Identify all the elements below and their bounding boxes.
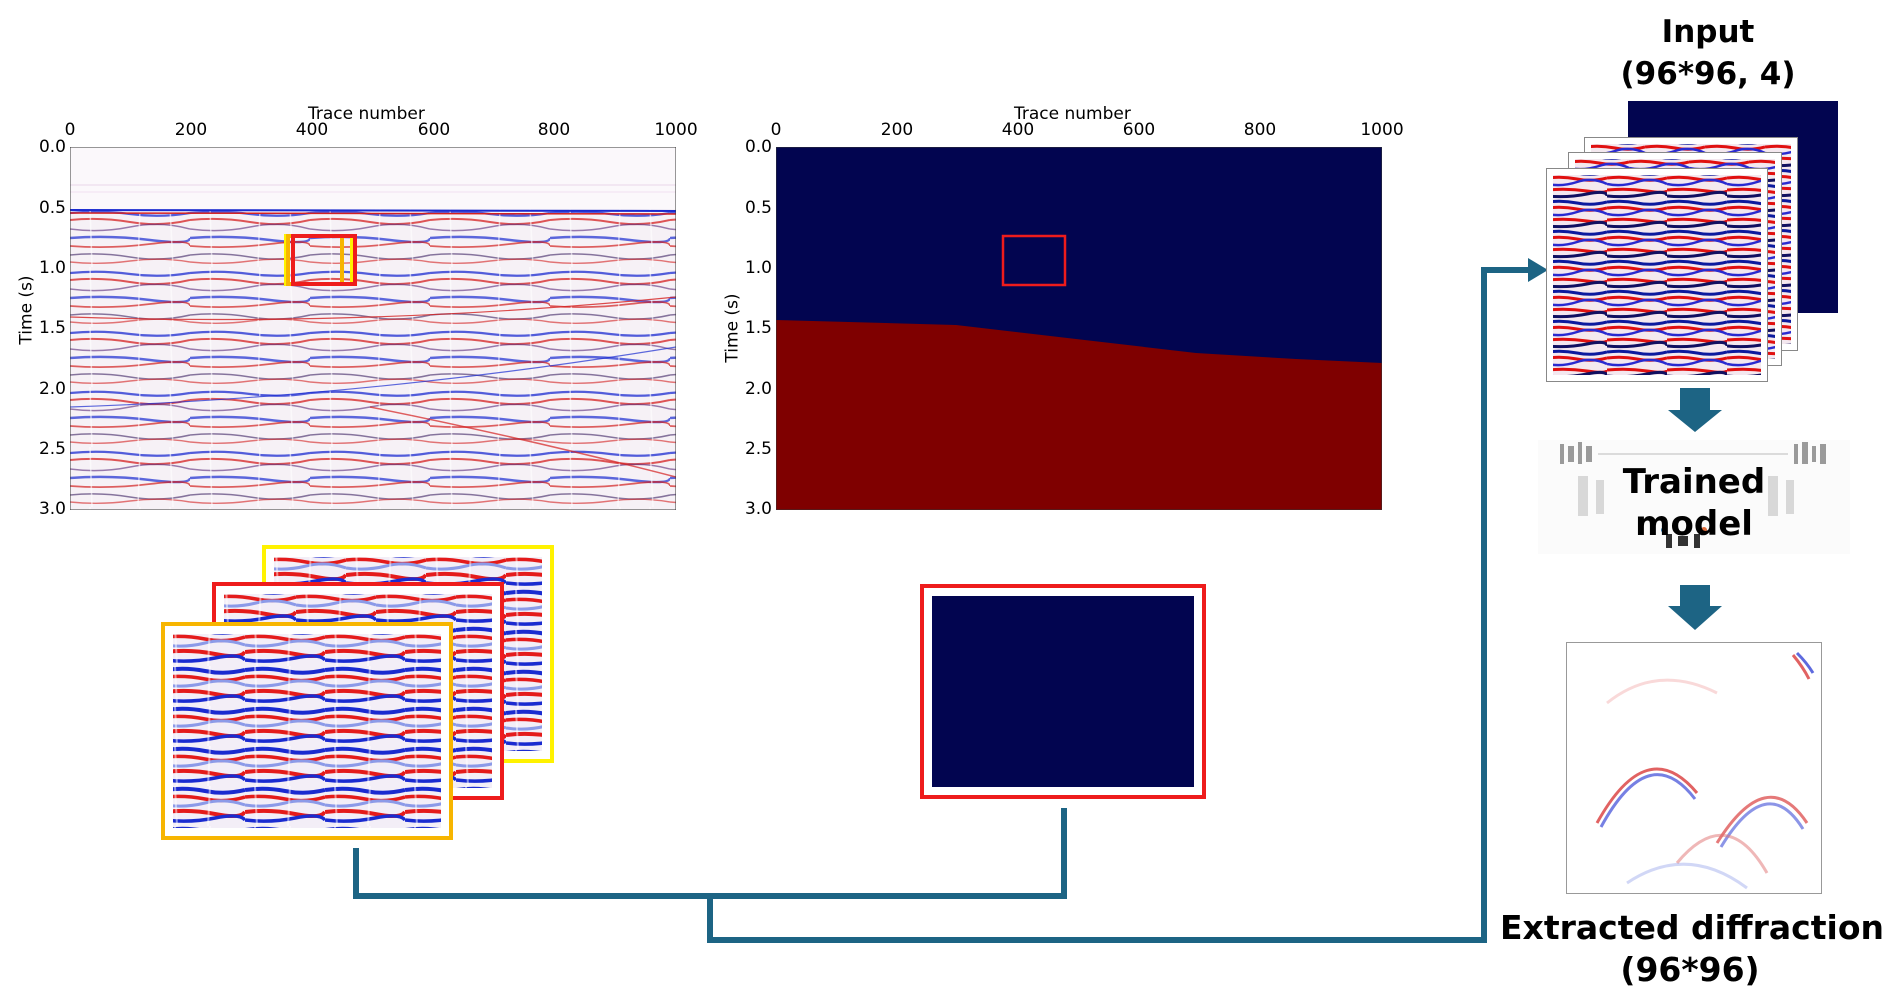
trained-label: Trained [1622, 462, 1766, 502]
trained-model-block: Trained model [1538, 440, 1850, 554]
mid-mask-image [776, 147, 1382, 510]
patch-box-red [291, 234, 357, 286]
arrow-down-2 [1668, 585, 1722, 630]
connector-merge [707, 267, 1530, 943]
left-x-axis-title: Trace number [308, 104, 425, 124]
mid-y-tick: 2.0 [744, 379, 772, 399]
input-label: Input [1661, 14, 1755, 50]
left-y-tick: 0.0 [38, 137, 66, 157]
left-y-tick: 2.5 [38, 439, 66, 459]
mid-x-axis-title: Trace number [1014, 104, 1131, 124]
left-y-tick: 0.5 [38, 198, 66, 218]
left-seismic-image [70, 147, 676, 510]
mid-y-tick: 1.0 [744, 258, 772, 278]
output-label: Extracted diffraction [1500, 908, 1884, 947]
input-shape-label: (96*96, 4) [1620, 56, 1796, 92]
output-shape-label: (96*96) [1620, 950, 1760, 989]
left-y-tick: 2.0 [38, 379, 66, 399]
left-x-tick: 1000 [654, 120, 698, 140]
left-x-tick: 0 [64, 120, 76, 140]
left-y-tick: 1.0 [38, 258, 66, 278]
left-x-tick: 200 [174, 120, 208, 140]
diffraction-output [1566, 642, 1822, 894]
mask-patch [920, 584, 1206, 799]
mid-x-tick: 800 [1243, 120, 1277, 140]
left-y-tick: 3.0 [38, 499, 66, 519]
model-label: model [1635, 504, 1753, 544]
mid-y-tick: 2.5 [744, 439, 772, 459]
mid-x-tick: 0 [770, 120, 782, 140]
mid-y-tick: 3.0 [744, 499, 772, 519]
connector-from-patches [353, 808, 1067, 899]
mid-x-tick: 400 [1001, 120, 1035, 140]
mid-y-tick: 0.0 [744, 137, 772, 157]
mid-x-tick: 600 [1122, 120, 1156, 140]
mid-x-tick: 1000 [1360, 120, 1404, 140]
network-diagram-icon [1538, 440, 1850, 554]
patch-orange [161, 622, 453, 840]
arrow-down-1 [1668, 388, 1722, 432]
left-x-tick: 800 [537, 120, 571, 140]
left-y-tick: 1.5 [38, 318, 66, 338]
arrow-into-input [1528, 258, 1548, 282]
input-channel-1 [1546, 168, 1768, 382]
mid-x-tick: 200 [880, 120, 914, 140]
mid-y-tick: 1.5 [744, 318, 772, 338]
left-x-tick: 400 [295, 120, 329, 140]
left-x-tick: 600 [417, 120, 451, 140]
mid-y-tick: 0.5 [744, 198, 772, 218]
